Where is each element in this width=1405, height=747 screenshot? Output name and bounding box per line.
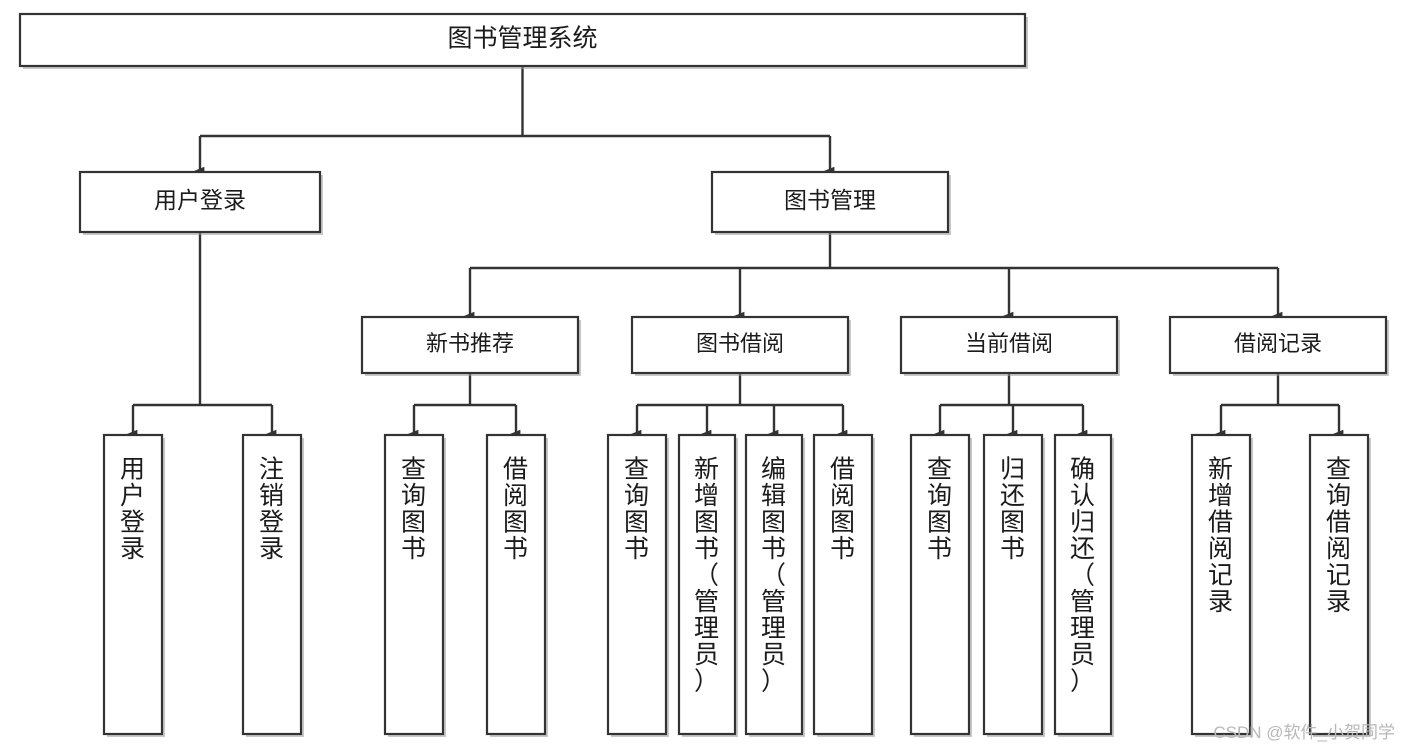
node-label: 查询图书 bbox=[624, 455, 650, 563]
node-rect[interactable] bbox=[360, 315, 580, 375]
node-leaf-query-book-borrow[interactable]: 查询图书 bbox=[606, 433, 669, 737]
node-label: 新增借阅记录 bbox=[1208, 455, 1234, 616]
node-label: 图书借阅 bbox=[696, 331, 784, 356]
node-leaf-query-book-recommend[interactable]: 查询图书 bbox=[383, 433, 446, 737]
node-rect[interactable] bbox=[241, 433, 303, 736]
node-label: 新书推荐 bbox=[426, 331, 514, 356]
node-new-book-recommend[interactable]: 新书推荐 bbox=[360, 315, 581, 376]
node-label: 用户登录 bbox=[120, 455, 146, 563]
edges-layer bbox=[127, 66, 1344, 439]
node-leaf-confirm-return[interactable]: 确认归还（管理员） bbox=[1053, 433, 1114, 737]
node-leaf-query-borrow-record[interactable]: 查询借阅记录 bbox=[1308, 433, 1371, 737]
node-leaf-add-book[interactable]: 新增图书（管理员） bbox=[677, 433, 738, 737]
node-rect[interactable] bbox=[78, 170, 322, 234]
node-rect[interactable] bbox=[485, 433, 547, 736]
node-label: 用户登录 bbox=[154, 187, 246, 213]
node-user-login[interactable]: 用户登录 bbox=[78, 170, 323, 235]
node-rect[interactable] bbox=[710, 170, 950, 234]
node-rect[interactable] bbox=[383, 433, 445, 736]
node-rect[interactable] bbox=[630, 315, 850, 375]
node-label: 归还图书 bbox=[1000, 455, 1026, 563]
node-borrow-record[interactable]: 借阅记录 bbox=[1168, 315, 1389, 376]
node-label: 新增图书（管理员） bbox=[694, 455, 720, 695]
node-rect[interactable] bbox=[102, 433, 164, 736]
node-rect[interactable] bbox=[909, 433, 971, 736]
watermark-text: CSDN @软件_小贺同学 bbox=[1213, 723, 1395, 742]
node-leaf-edit-book[interactable]: 编辑图书（管理员） bbox=[744, 433, 805, 737]
node-root[interactable]: 图书管理系统 bbox=[18, 12, 1028, 69]
node-rect[interactable] bbox=[982, 433, 1044, 736]
node-label: 借阅图书 bbox=[830, 455, 856, 563]
node-label: 确认归还（管理员） bbox=[1070, 455, 1096, 695]
node-label: 当前借阅 bbox=[965, 331, 1053, 356]
node-rect[interactable] bbox=[18, 12, 1027, 68]
node-rect[interactable] bbox=[1308, 433, 1370, 736]
node-leaf-user-login[interactable]: 用户登录 bbox=[102, 433, 165, 737]
node-rect[interactable] bbox=[1168, 315, 1388, 375]
node-label: 查询图书 bbox=[401, 455, 427, 563]
node-label: 借阅记录 bbox=[1234, 331, 1322, 356]
node-leaf-logout[interactable]: 注销登录 bbox=[241, 433, 304, 737]
node-label: 借阅图书 bbox=[503, 455, 529, 563]
node-label: 图书管理 bbox=[784, 187, 876, 213]
node-book-borrow[interactable]: 图书借阅 bbox=[630, 315, 851, 376]
node-leaf-add-borrow-record[interactable]: 新增借阅记录 bbox=[1190, 433, 1253, 737]
node-label: 查询图书 bbox=[927, 455, 953, 563]
node-label: 图书管理系统 bbox=[447, 25, 597, 53]
node-leaf-borrow-book[interactable]: 借阅图书 bbox=[812, 433, 875, 737]
node-rect[interactable] bbox=[899, 315, 1119, 375]
node-rect[interactable] bbox=[1190, 433, 1252, 736]
node-leaf-borrow-book-recommend[interactable]: 借阅图书 bbox=[485, 433, 548, 737]
node-rect[interactable] bbox=[677, 433, 737, 736]
node-rect[interactable] bbox=[812, 433, 874, 736]
node-leaf-query-book-current[interactable]: 查询图书 bbox=[909, 433, 972, 737]
nodes-layer: 图书管理系统用户登录图书管理新书推荐图书借阅当前借阅借阅记录用户登录注销登录查询… bbox=[18, 12, 1389, 737]
node-rect[interactable] bbox=[1053, 433, 1113, 736]
node-label: 注销登录 bbox=[259, 455, 285, 563]
node-leaf-return-book[interactable]: 归还图书 bbox=[982, 433, 1045, 737]
node-label: 查询借阅记录 bbox=[1326, 455, 1352, 616]
node-book-management[interactable]: 图书管理 bbox=[710, 170, 951, 235]
node-label: 编辑图书（管理员） bbox=[761, 455, 787, 695]
node-current-borrow[interactable]: 当前借阅 bbox=[899, 315, 1120, 376]
node-rect[interactable] bbox=[606, 433, 668, 736]
node-rect[interactable] bbox=[744, 433, 804, 736]
